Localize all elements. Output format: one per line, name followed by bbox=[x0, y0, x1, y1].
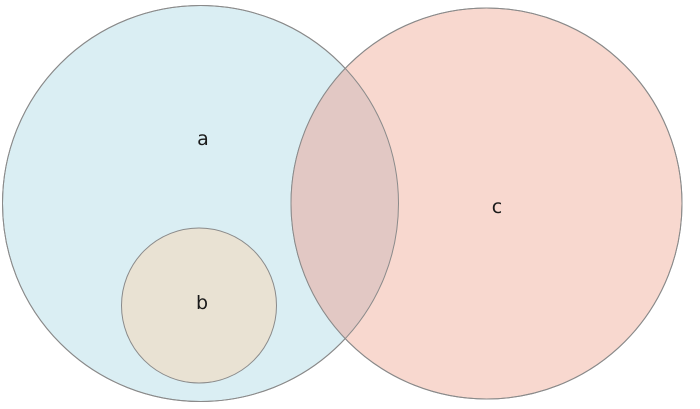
set-circle-b[interactable] bbox=[121, 227, 277, 384]
set-label-c: c bbox=[492, 196, 502, 218]
set-label-b: b bbox=[196, 292, 208, 314]
set-outline-c bbox=[290, 7, 683, 400]
set-label-a: a bbox=[197, 128, 209, 150]
set-outline-a bbox=[2, 5, 399, 402]
